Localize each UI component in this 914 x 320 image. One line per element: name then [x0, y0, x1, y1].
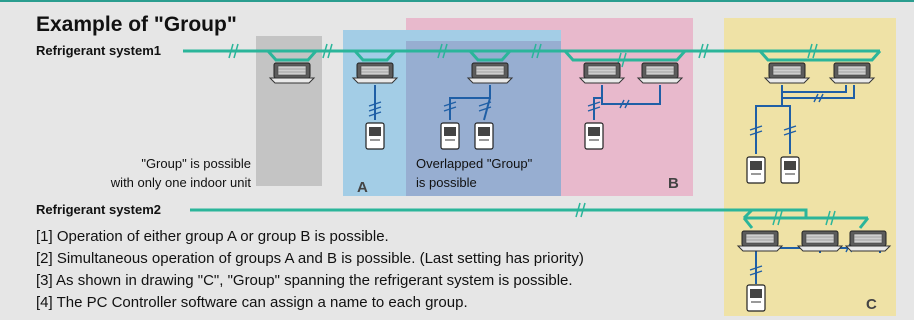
pipe-break-marks-system1: [228, 43, 818, 68]
indoor-unit: [764, 62, 810, 84]
indoor-unit: [845, 230, 891, 252]
indoor-unit: [637, 62, 683, 84]
note-2: [2] Simultaneous operation of groups A a…: [36, 250, 584, 267]
remote-controller: [474, 122, 494, 150]
indoor-unit: [797, 230, 843, 252]
note-4: [4] The PC Controller software can assig…: [36, 294, 468, 311]
remote-controller: [780, 156, 800, 184]
overlap-note-line2: is possible: [416, 175, 477, 190]
single-unit-note-line1: "Group" is possible: [141, 156, 251, 171]
indoor-unit: [269, 62, 315, 84]
zone-b-label: B: [668, 175, 679, 192]
remote-controller: [365, 122, 385, 150]
zone-c-label: C: [866, 296, 877, 313]
note-3: [3] As shown in drawing "C", "Group" spa…: [36, 272, 573, 289]
refrigerant-pipe-system2: [190, 208, 870, 229]
refrigerant-system1-label: Refrigerant system1: [36, 43, 161, 58]
remote-controller: [584, 122, 604, 150]
indoor-unit: [737, 230, 783, 252]
single-unit-note-line2: with only one indoor unit: [110, 175, 252, 190]
overlap-note-line1: Overlapped "Group": [416, 156, 533, 171]
refrigerant-system2-label: Refrigerant system2: [36, 202, 161, 217]
diagram-title: Example of "Group": [36, 13, 237, 36]
remote-controller: [440, 122, 460, 150]
zone-a-label: A: [357, 179, 368, 196]
note-1: [1] Operation of either group A or group…: [36, 228, 389, 245]
indoor-unit: [467, 62, 513, 84]
indoor-unit: [829, 62, 875, 84]
wire-break-marks: [368, 93, 856, 276]
remote-controller: [746, 284, 766, 312]
remote-controller: [746, 156, 766, 184]
indoor-unit: [579, 62, 625, 84]
pipe-break-marks-system2: [575, 202, 836, 226]
indoor-unit: [352, 62, 398, 84]
refrigerant-pipe-system1: [183, 49, 882, 62]
